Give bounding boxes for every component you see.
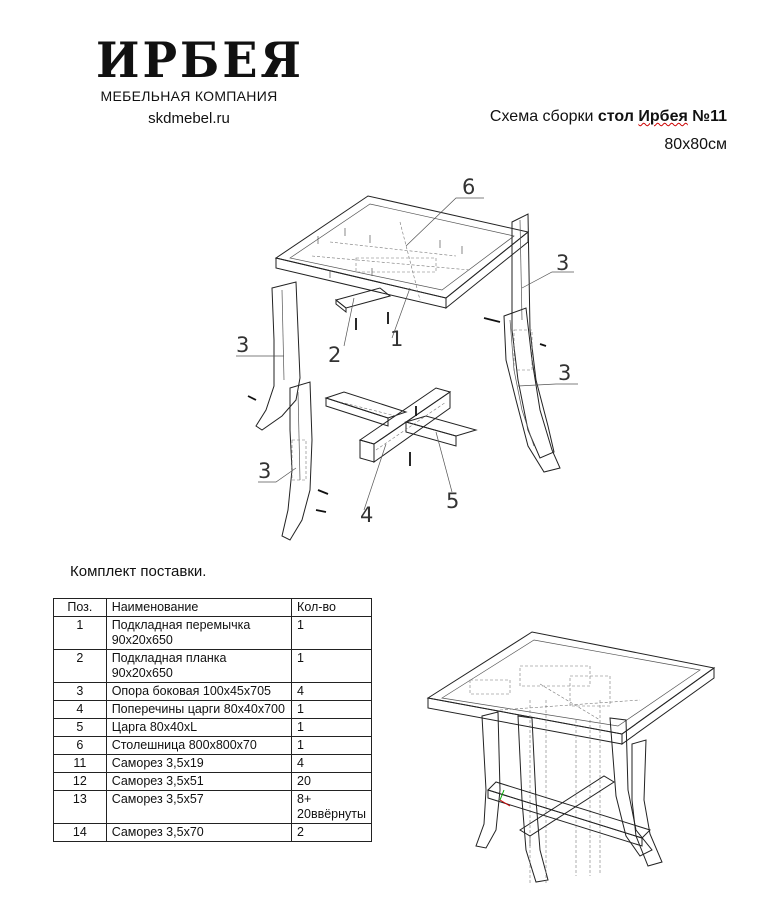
table-size: 80х80см	[664, 136, 727, 153]
callout-3-left-front: 3	[258, 459, 271, 483]
company-logo: ИРБЕЯ МЕБЕЛЬНАЯ КОМПАНИЯ skdmebel.ru	[96, 31, 304, 127]
cell-qty: 1	[291, 736, 372, 755]
company-subtitle: МЕБЕЛЬНАЯ КОМПАНИЯ	[100, 88, 278, 104]
callout-3-right-front: 3	[558, 361, 571, 385]
cell-name: Саморез 3,5х51	[105, 772, 293, 791]
leg-back-right	[511, 213, 555, 459]
cell-pos: 12	[53, 772, 107, 791]
callout-4: 4	[360, 503, 373, 527]
cell-name: Поперечины царги 80х40х700	[105, 700, 293, 719]
cell-pos: 5	[53, 718, 107, 737]
callout-3-left-back: 3	[236, 333, 249, 357]
cell-pos: 14	[53, 823, 107, 842]
plank-part	[334, 287, 392, 330]
cell-name: Саморез 3,5х70	[105, 823, 293, 842]
cell-pos: 1	[53, 616, 107, 650]
cell-qty: 8+ 20ввёрнуты	[291, 790, 372, 824]
callout-1: 1	[390, 327, 403, 351]
leg-front-right	[483, 307, 561, 473]
cell-qty: 4	[291, 682, 372, 701]
callout-5: 5	[446, 489, 459, 513]
cross-stretchers	[324, 387, 478, 466]
cell-qty: 4	[291, 754, 372, 773]
assembled-table-view	[426, 631, 716, 884]
brand-name: ИРБЕЯ	[96, 31, 304, 89]
callout-6: 6	[462, 175, 475, 199]
cell-qty: 1	[291, 616, 372, 650]
title-number: №11	[687, 108, 727, 125]
col-pos: Поз.	[53, 598, 107, 617]
cell-pos: 13	[53, 790, 107, 824]
document-title: Схема сборки стол Ирбея №11	[490, 108, 727, 126]
cell-name: Опора боковая 100х45х705	[105, 682, 293, 701]
cell-pos: 6	[53, 736, 107, 755]
cell-name: Подкладная перемычка 90х20х650	[105, 616, 293, 650]
cell-name: Царга 80х40хL	[105, 718, 293, 737]
cell-qty: 1	[291, 700, 372, 719]
cell-pos: 2	[53, 649, 107, 683]
callout-2: 2	[328, 343, 341, 367]
col-qty: Кол-во	[291, 598, 372, 617]
col-name: Наименование	[105, 598, 293, 617]
title-product: Ирбея	[638, 108, 688, 125]
cell-qty: 20	[291, 772, 372, 791]
title-bold: стол	[597, 108, 639, 125]
cell-qty: 1	[291, 718, 372, 737]
callout-3-right-back: 3	[556, 251, 569, 275]
leg-back-left	[247, 281, 301, 431]
cell-pos: 4	[53, 700, 107, 719]
cell-pos: 3	[53, 682, 107, 701]
cell-qty: 1	[291, 649, 372, 683]
website-text: skdmebel.ru	[148, 110, 230, 127]
table-header-row: Поз. Наименование Кол-во	[53, 598, 372, 617]
part-callouts: 6 3 3 3 3 2 1 4 5	[236, 175, 578, 527]
cell-qty: 2	[291, 823, 372, 842]
cell-pos: 11	[53, 754, 107, 773]
cell-name: Подкладная планка 90х20х650	[105, 649, 293, 683]
title-prefix: Схема сборки	[489, 108, 598, 125]
kit-title: Комплект поставки.	[70, 563, 207, 580]
cell-name: Саморез 3,5х19	[105, 754, 293, 773]
cell-name: Столешница 800х800х70	[105, 736, 293, 755]
leg-front-left	[281, 381, 329, 541]
tabletop-part	[274, 195, 530, 310]
cell-name: Саморез 3,5х57	[105, 790, 293, 824]
